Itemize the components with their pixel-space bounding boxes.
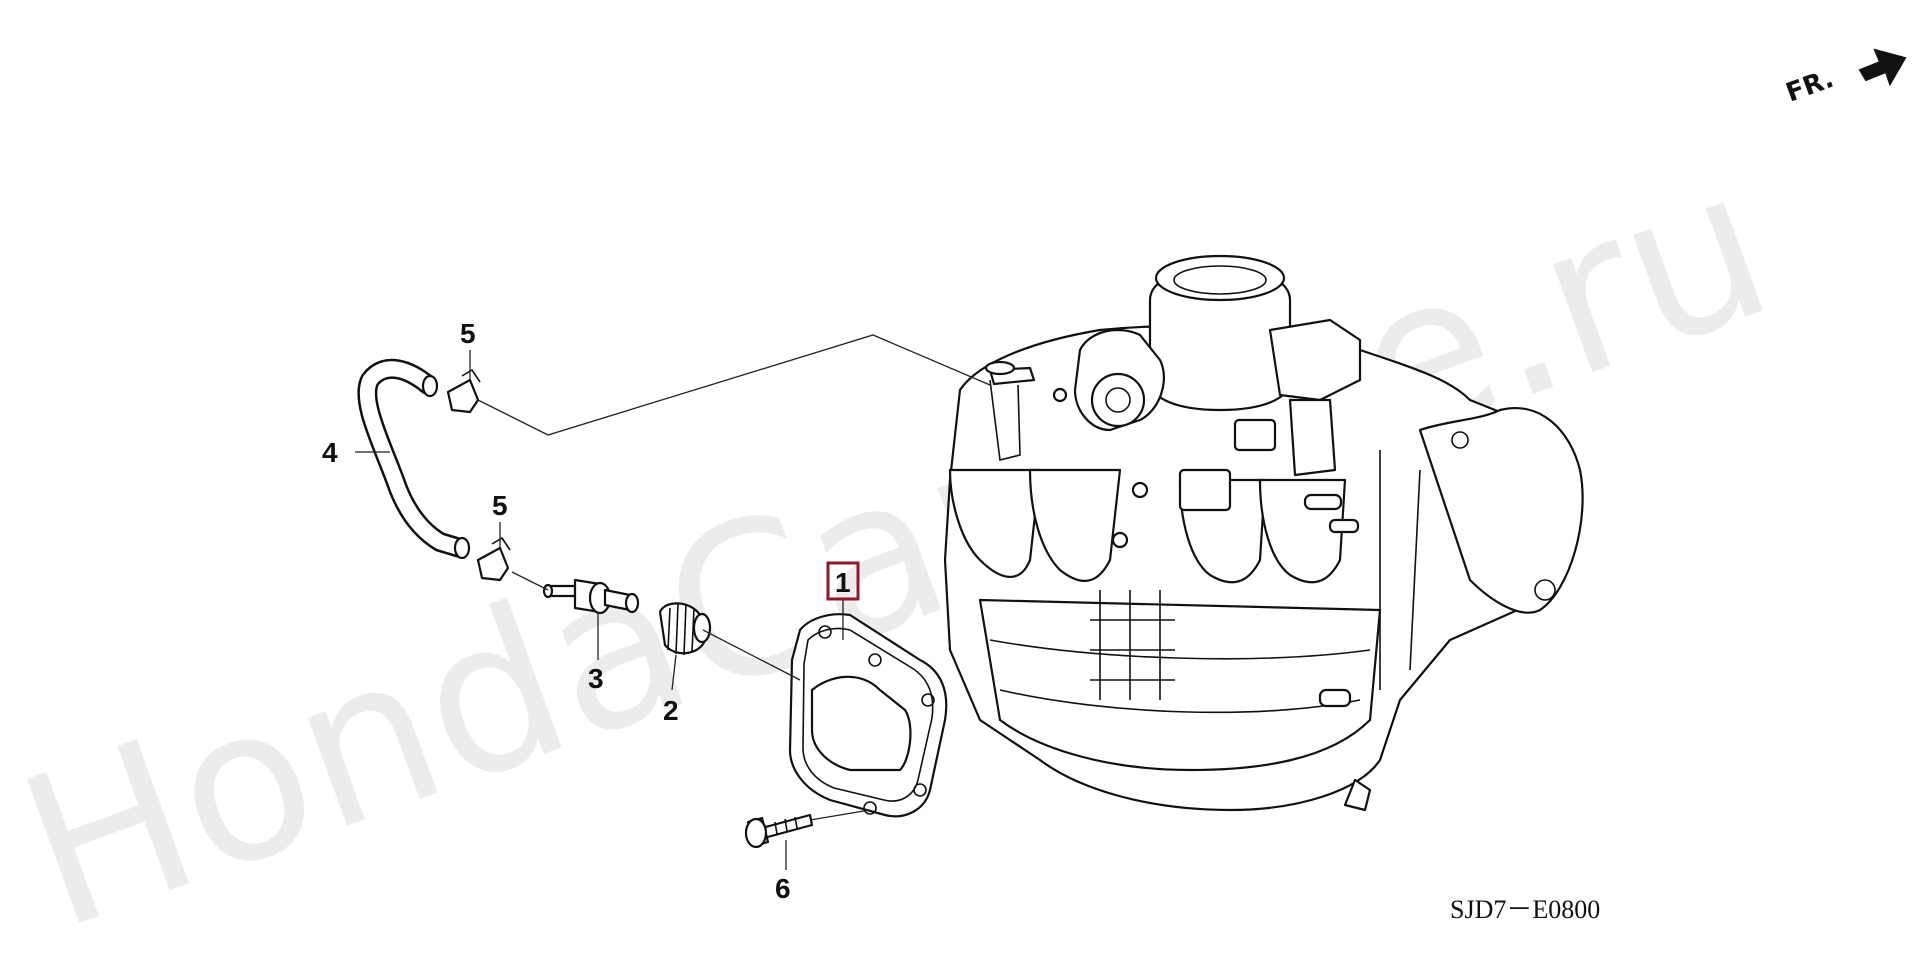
pcv-valve — [542, 578, 640, 615]
callout-5-lower-label[interactable]: 5 — [492, 490, 508, 521]
hose-clamp-lower — [476, 536, 511, 582]
front-arrow-icon — [1858, 48, 1907, 87]
callout-3-label[interactable]: 3 — [588, 663, 604, 694]
callout-1-label[interactable]: 1 — [835, 567, 851, 598]
pcv-hose — [357, 358, 471, 560]
front-direction-indicator: FR. — [1782, 48, 1907, 109]
callout-1-highlight-box — [826, 561, 860, 601]
callout-6-label[interactable]: 6 — [775, 873, 791, 904]
callout-4-label[interactable]: 4 — [322, 437, 338, 468]
callout-2-label[interactable]: 2 — [663, 695, 679, 726]
callout-5-upper-label[interactable]: 5 — [460, 318, 476, 349]
callout-1[interactable]: 1 — [826, 561, 860, 601]
flange-bolt — [744, 813, 814, 849]
intake-manifold-assembly — [943, 254, 1584, 812]
leader-lines — [355, 334, 991, 870]
pcv-grommet — [658, 602, 712, 656]
diagram-code: SJD7－E0800 — [1450, 895, 1600, 924]
direction-label: FR. — [1782, 64, 1837, 109]
breather-chamber-cover — [788, 613, 948, 818]
hose-clamp-upper — [446, 368, 481, 414]
